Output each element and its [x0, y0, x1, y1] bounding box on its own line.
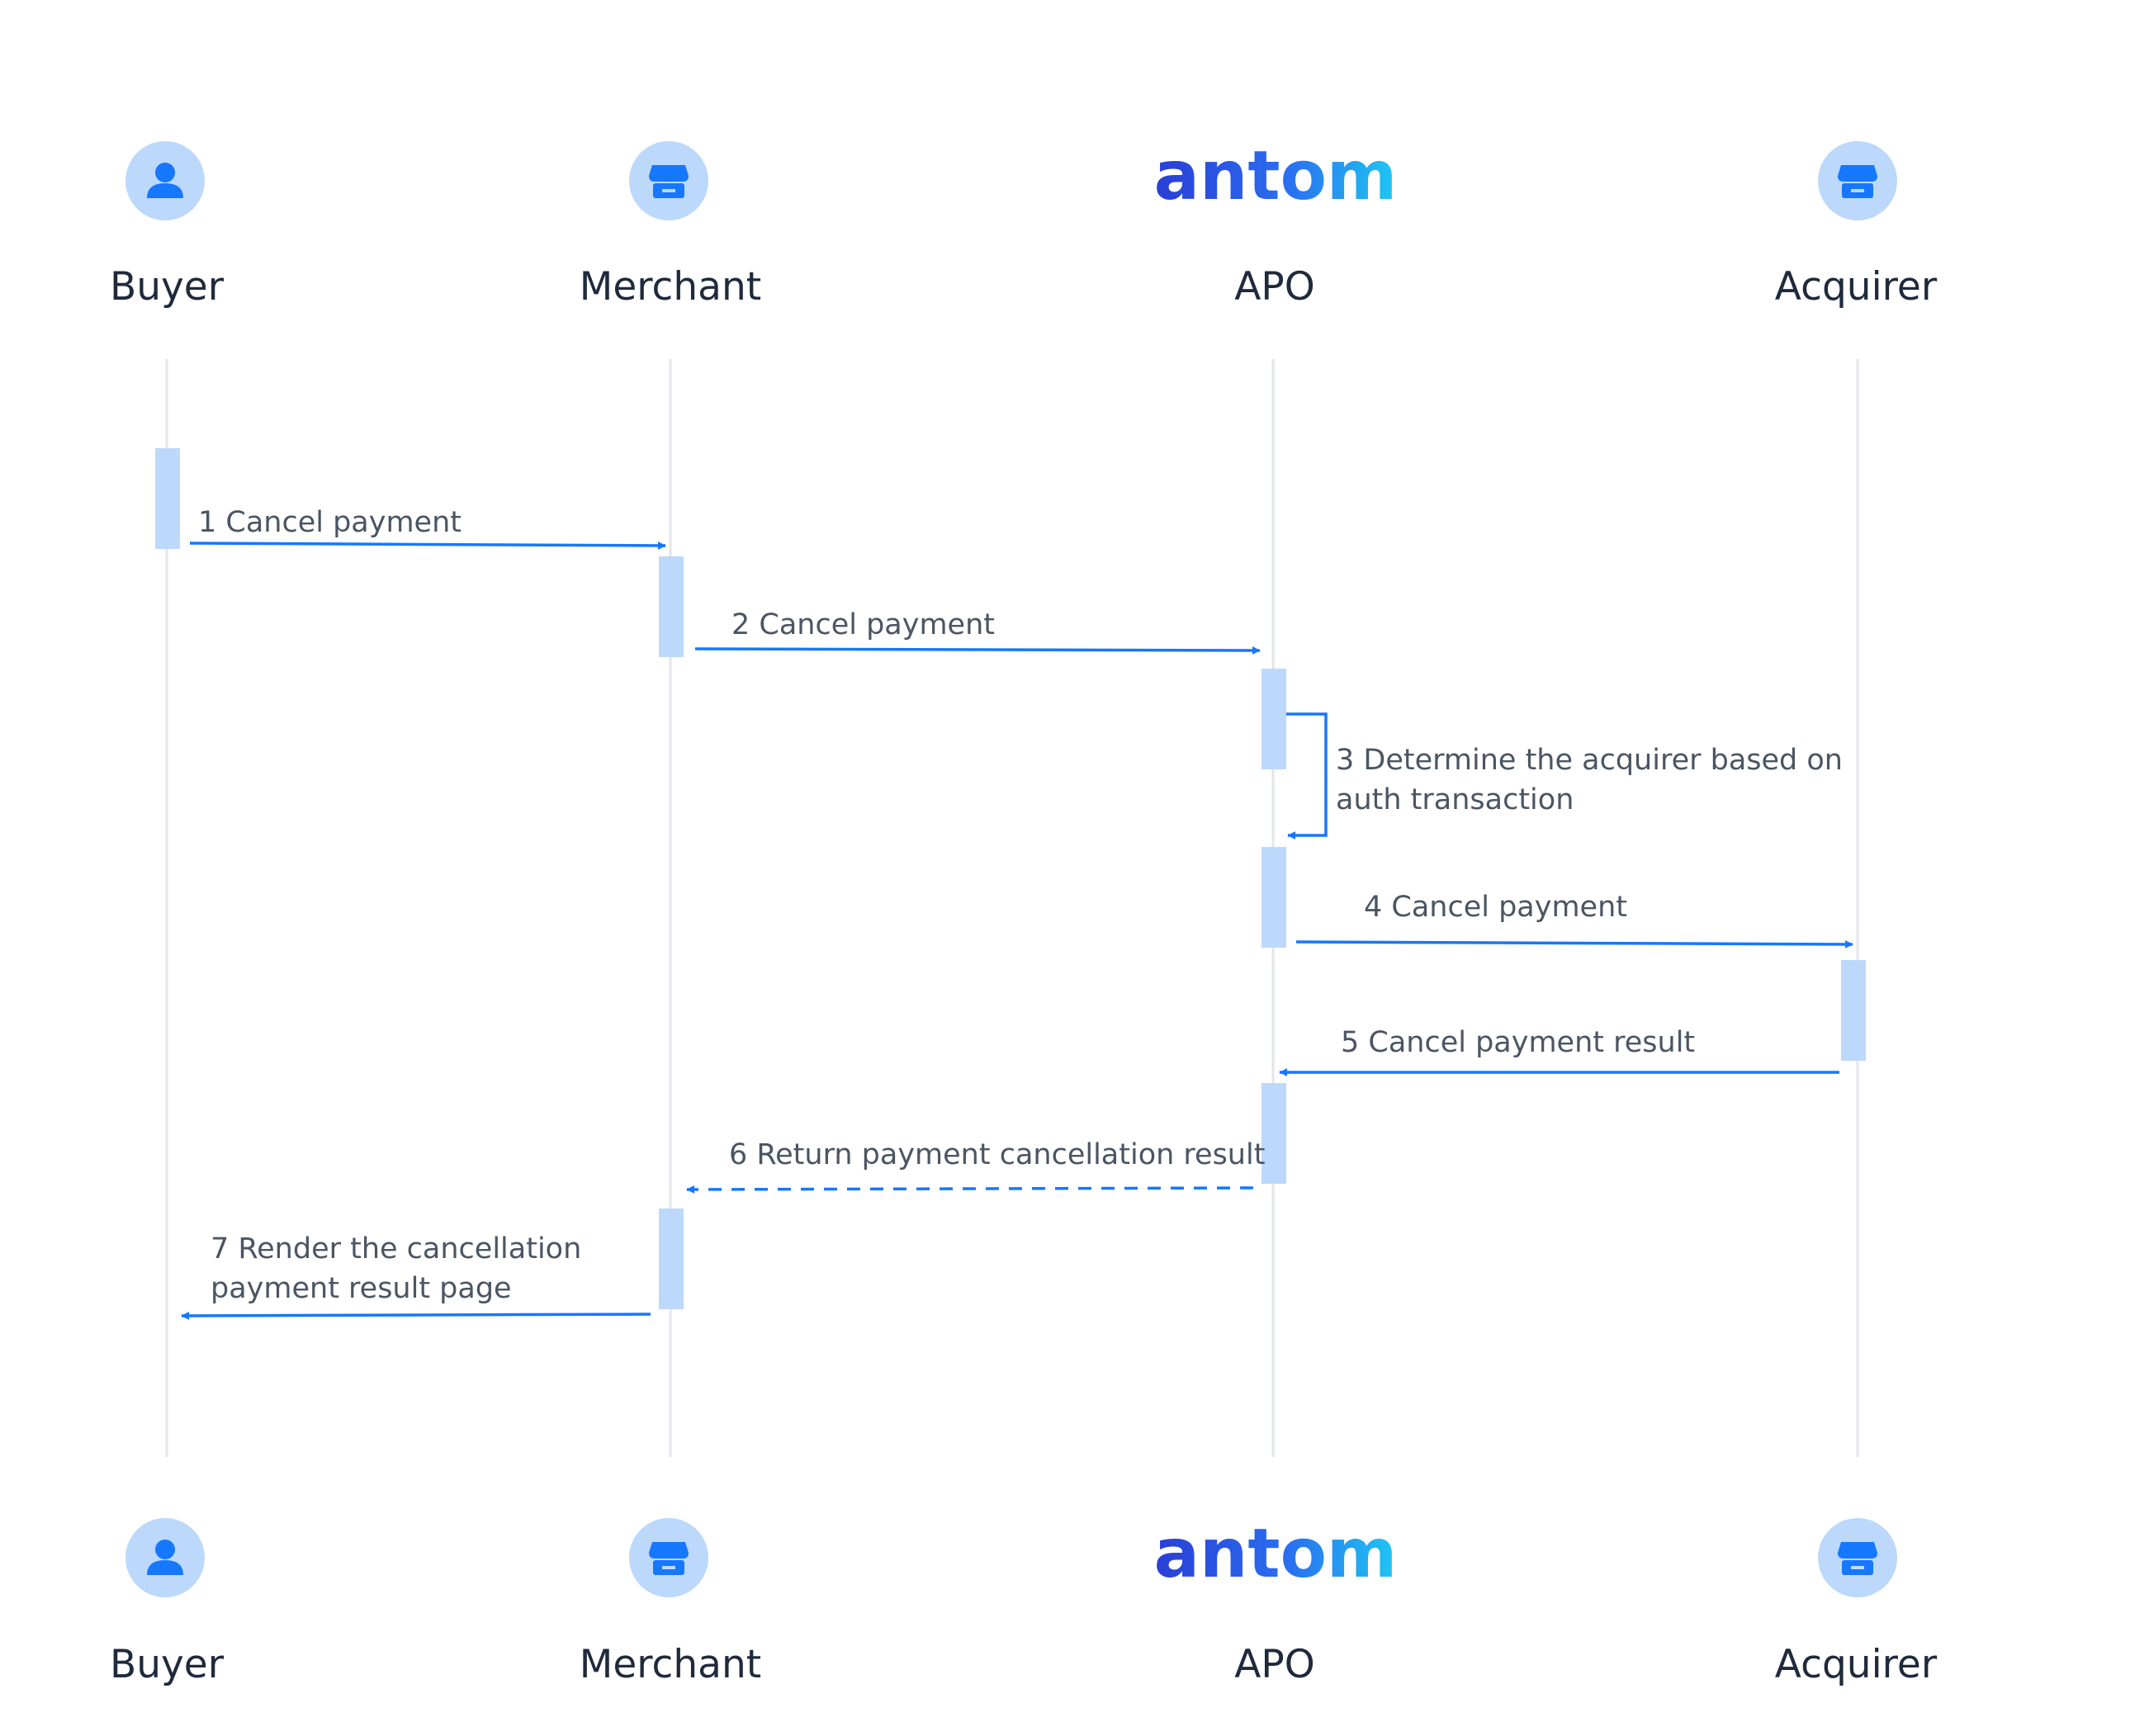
store-icon — [649, 1542, 689, 1575]
message-arrow-4 — [1295, 939, 1853, 948]
activation-bars — [155, 448, 1866, 1309]
activation-buyer-1 — [155, 448, 180, 549]
participant-acquirer-bottom: Acquirer — [1775, 1518, 1938, 1687]
activation-merchant-1 — [659, 556, 684, 657]
message-label-1: 1 Cancel payment — [198, 506, 462, 539]
participant-name-apo: APO — [1234, 264, 1315, 310]
antom-logo: antom — [1154, 137, 1398, 215]
message-label-4: 4 Cancel payment — [1364, 891, 1627, 924]
participants-bottom: Buyer Merchant antom APO Acquirer — [110, 1515, 1938, 1687]
participant-apo-top: antom APO — [1154, 137, 1398, 310]
participant-merchant-top: Merchant — [580, 141, 761, 310]
message-arrow-6 — [686, 1185, 1254, 1194]
message-arrow-2 — [694, 646, 1261, 655]
participant-name-acquirer: Acquirer — [1775, 1642, 1938, 1687]
participant-acquirer-top: Acquirer — [1775, 141, 1938, 310]
message-label-3-line-2: auth transaction — [1336, 783, 1574, 816]
activation-apo-1 — [1261, 669, 1286, 769]
antom-logo: antom — [1154, 1515, 1398, 1593]
participant-name-merchant: Merchant — [580, 1642, 761, 1687]
message-label-7-line-2: payment result page — [211, 1272, 512, 1305]
user-icon — [147, 163, 183, 198]
participant-name-merchant: Merchant — [580, 264, 761, 310]
participant-name-acquirer: Acquirer — [1775, 264, 1938, 310]
activation-merchant-2 — [659, 1209, 684, 1309]
activation-apo-2 — [1261, 847, 1286, 948]
store-icon — [649, 165, 689, 198]
message-label-3: 3 Determine the acquirer based on auth t… — [1336, 744, 1852, 816]
message-arrow-1 — [189, 541, 666, 550]
message-label-7: 7 Render the cancellation payment result… — [211, 1232, 590, 1305]
participant-name-buyer: Buyer — [110, 1642, 225, 1687]
store-icon — [1838, 165, 1877, 198]
user-icon — [147, 1540, 183, 1575]
participant-apo-bottom: antom APO — [1154, 1515, 1398, 1687]
participant-buyer-top: Buyer — [110, 141, 225, 310]
message-arrow-7 — [181, 1311, 651, 1320]
participant-buyer-bottom: Buyer — [110, 1518, 225, 1687]
activation-acquirer-1 — [1841, 960, 1866, 1061]
activation-apo-3 — [1261, 1083, 1286, 1184]
message-label-3-line-1: 3 Determine the acquirer based on — [1336, 744, 1843, 777]
messages: 1 Cancel payment 2 Cancel payment 3 Dete… — [181, 506, 1853, 1320]
participant-name-apo: APO — [1234, 1642, 1315, 1687]
message-label-6: 6 Return payment cancellation result — [729, 1138, 1265, 1171]
message-label-2: 2 Cancel payment — [731, 608, 995, 641]
message-label-5: 5 Cancel payment result — [1341, 1026, 1695, 1059]
participant-merchant-bottom: Merchant — [580, 1518, 761, 1687]
message-label-7-line-1: 7 Render the cancellation — [211, 1232, 581, 1265]
participants-top: Buyer Merchant antom APO Acquirer — [110, 137, 1938, 310]
store-icon — [1838, 1542, 1877, 1575]
participant-name-buyer: Buyer — [110, 264, 225, 310]
message-arrow-3 — [1286, 712, 1328, 840]
